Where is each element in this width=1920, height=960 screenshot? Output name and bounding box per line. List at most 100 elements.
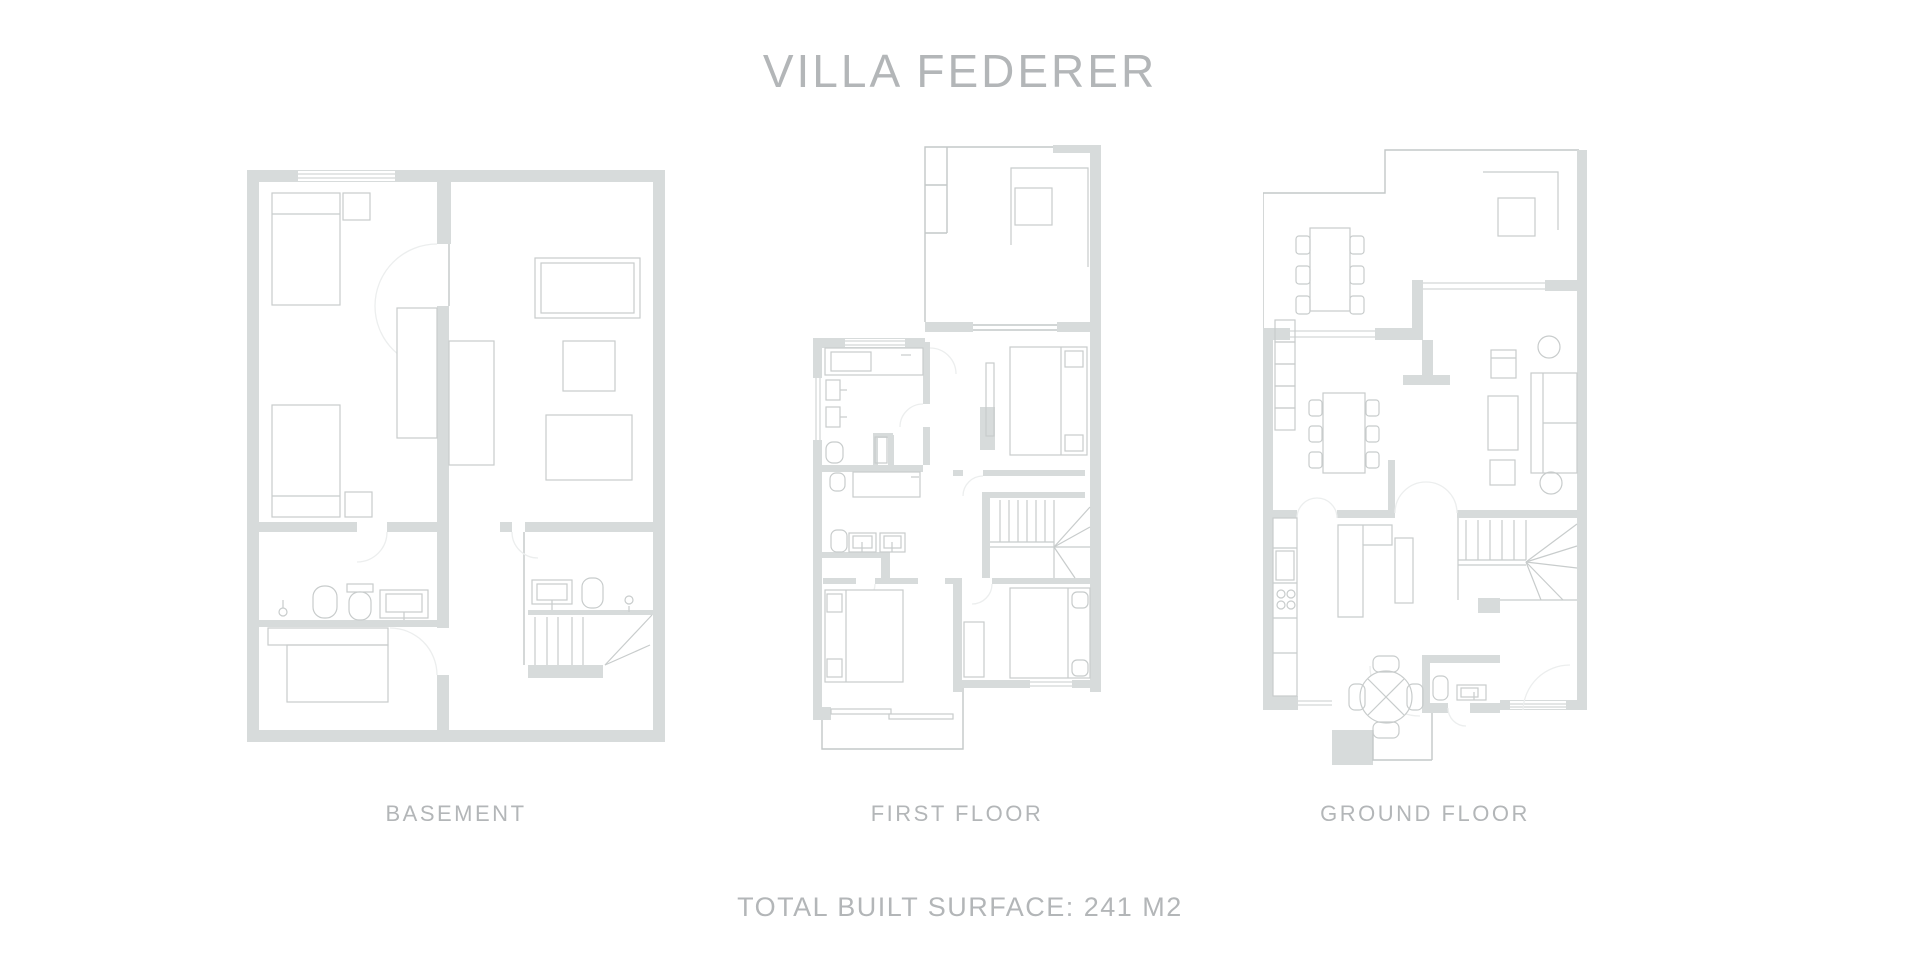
floor-plan-basement — [247, 170, 665, 747]
chair — [1348, 683, 1366, 711]
first-floor-drawing — [813, 145, 1101, 750]
shelf — [1274, 341, 1296, 365]
tap — [624, 595, 634, 605]
terrace-edge — [1483, 171, 1559, 230]
floor-plan-ground-floor — [1262, 148, 1587, 773]
chair — [1365, 451, 1380, 469]
floor-plan-first-floor — [813, 145, 1101, 758]
balcony — [821, 688, 964, 750]
kitchen-counter — [1272, 517, 1298, 697]
hall-closet — [1394, 537, 1414, 604]
basement-livingroom-furniture — [534, 257, 641, 481]
cabinet — [825, 406, 841, 428]
shelf — [1274, 363, 1296, 387]
chair — [1365, 399, 1380, 417]
shelf — [1274, 407, 1296, 431]
chair — [1365, 425, 1380, 443]
closet — [963, 621, 985, 678]
sliding-door — [830, 708, 892, 715]
chair — [1308, 425, 1323, 443]
pillow — [826, 658, 843, 678]
tap — [278, 607, 288, 617]
first-floor-master-bedroom — [985, 346, 1088, 456]
closet — [985, 362, 995, 437]
pillow — [1071, 659, 1089, 677]
coffee-table — [1487, 395, 1519, 451]
low-table — [545, 414, 633, 481]
sink — [1456, 684, 1487, 701]
chair — [1349, 265, 1365, 285]
chair — [1308, 399, 1323, 417]
counter — [852, 471, 921, 498]
shelf — [1274, 385, 1296, 409]
desk — [286, 644, 389, 703]
wardrobe — [448, 340, 495, 466]
toilet — [348, 591, 372, 621]
chair — [1295, 265, 1311, 285]
ground-floor-walls — [1262, 149, 1587, 765]
outdoor-dining-table — [1309, 227, 1351, 312]
first-floor-bathroom-top — [824, 347, 924, 464]
side-table — [1490, 349, 1517, 379]
first-floor-walls — [813, 145, 1101, 750]
ground-floor-breakfast-table — [1348, 655, 1424, 739]
window — [813, 378, 822, 440]
ground-floor-wc — [1432, 675, 1487, 701]
toilet — [1432, 675, 1449, 701]
ground-floor-living-dining — [1274, 319, 1578, 495]
cabinet — [825, 379, 841, 401]
window — [1510, 701, 1566, 709]
toilet — [581, 577, 604, 609]
ground-floor-drawing — [1262, 149, 1587, 765]
basement-bathroom-left — [278, 583, 429, 621]
pillow — [826, 593, 843, 613]
shelf — [267, 627, 389, 646]
first-floor-bedroom-left — [824, 589, 904, 683]
basement-bathroom-right — [531, 577, 634, 612]
side-table — [1489, 459, 1516, 486]
toilet — [825, 441, 844, 464]
chair — [1295, 235, 1311, 255]
chair — [1295, 295, 1311, 315]
nightstand — [342, 192, 371, 221]
bed — [271, 192, 341, 306]
dining-table — [1322, 392, 1366, 474]
chair — [1406, 683, 1424, 711]
shower — [874, 436, 888, 464]
oven — [1275, 550, 1295, 581]
plant — [1537, 335, 1561, 359]
bidet — [312, 585, 338, 619]
sliding-door — [888, 713, 954, 720]
basement-desk-room — [267, 627, 389, 703]
terrace-table — [1014, 187, 1053, 226]
bed — [271, 404, 341, 518]
pillow — [1071, 591, 1089, 609]
chair — [1349, 295, 1365, 315]
basement-drawing — [247, 170, 665, 742]
toilet — [829, 472, 846, 492]
table — [534, 257, 641, 319]
basement-stairs — [534, 614, 653, 666]
side-table — [562, 340, 616, 392]
terrace-bench — [1010, 167, 1089, 267]
total-built-surface: TOTAL BUILT SURFACE: 241 M2 — [737, 892, 1183, 922]
first-floor-bedroom-right — [963, 587, 1091, 679]
toilet — [830, 529, 848, 553]
chair — [1372, 655, 1400, 673]
floor-label-ground-floor: GROUND FLOOR — [1320, 801, 1530, 826]
first-floor-terrace — [925, 147, 1089, 267]
basement-door-arcs — [356, 243, 539, 676]
ground-floor-terrace — [1295, 171, 1559, 315]
wardrobe — [396, 307, 438, 439]
page-title: VILLA FEDERER — [762, 45, 1158, 97]
window — [845, 339, 905, 347]
nightstand — [344, 491, 373, 518]
first-floor-bathroom-mid — [829, 471, 921, 553]
terrace-table — [1497, 197, 1536, 237]
basement-bedroom-furniture — [271, 192, 495, 518]
plant — [1539, 471, 1563, 495]
toilet-tank — [346, 583, 374, 593]
basement-window — [298, 171, 395, 181]
chair — [1349, 235, 1365, 255]
